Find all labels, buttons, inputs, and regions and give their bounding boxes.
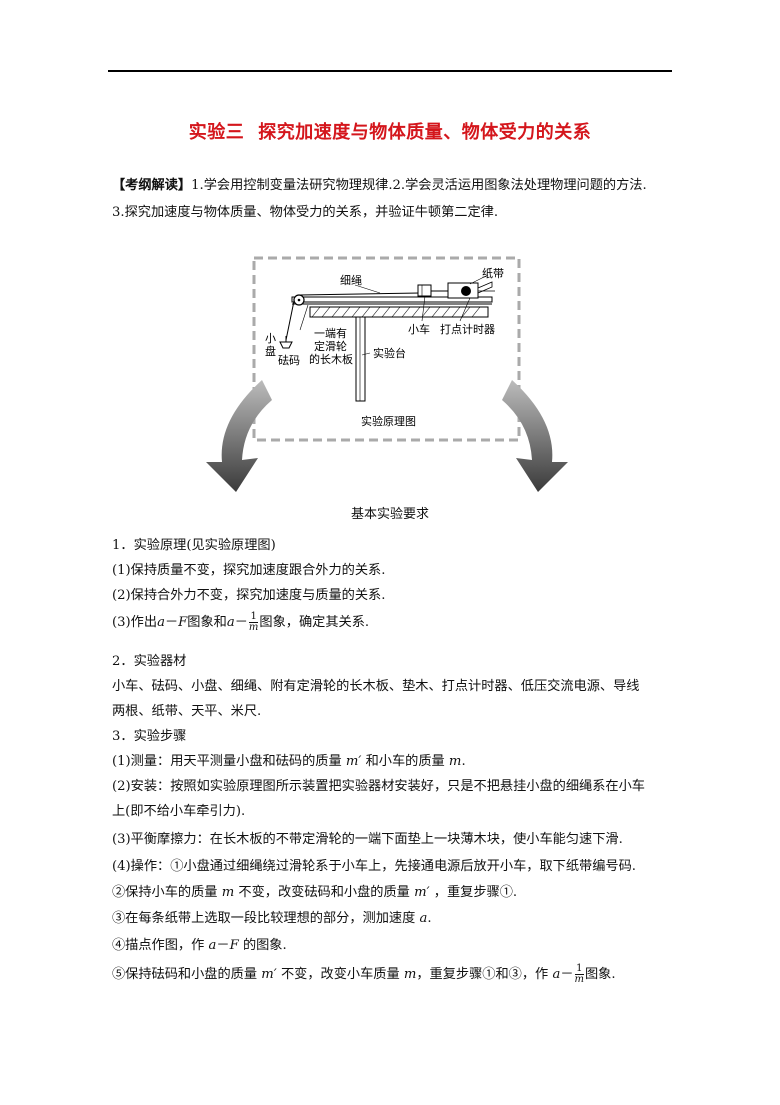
rope bbox=[299, 292, 421, 296]
cart bbox=[417, 284, 432, 297]
s3-step2-cont: 上(即不给小车牵引力). bbox=[112, 804, 246, 819]
s3-step4-4: ④描点作图，作 a－F 的图象. bbox=[112, 938, 287, 953]
label-tape: 纸带 bbox=[482, 267, 504, 280]
table-top bbox=[309, 306, 489, 318]
s3-step3: (3)平衡摩擦力：在长木板的不带定滑轮的一端下面垫上一块薄木块，使小车能匀速下滑… bbox=[112, 832, 623, 847]
s3-step4-2: ②保持小车的质量 m 不变，改变砝码和小盘的质量 m′ ，重复步骤①. bbox=[112, 885, 518, 900]
s1-item1: (1)保持质量不变，探究加速度跟合外力的关系. bbox=[112, 563, 386, 578]
intro-line2: 3.探究加速度与物体质量、物体受力的关系，并验证牛顿第二定律. bbox=[112, 205, 499, 220]
s3-step4-5: ⑤保持砝码和小盘的质量 m′ 不变，改变小车质量 m，重复步骤①和③，作 a－1… bbox=[112, 963, 616, 985]
label-pan-1: 小 bbox=[265, 332, 276, 345]
s2-line1: 小车、砝码、小盘、细绳、附有定滑轮的长木板、垫木、打点计时器、低压交流电源、导线 bbox=[112, 679, 640, 694]
s1-heading: 1．实验原理(见实验原理图) bbox=[112, 538, 276, 553]
section-title: 基本实验要求 bbox=[350, 507, 429, 522]
page-title: 实验三探究加速度与物体质量、物体受力的关系 bbox=[0, 118, 780, 144]
label-table: 实验台 bbox=[373, 346, 406, 360]
s3-step1: (1)测量：用天平测量小盘和砝码的质量 m′ 和小车的质量 m. bbox=[112, 754, 466, 769]
table-leg bbox=[355, 316, 366, 402]
s2-heading: 2．实验器材 bbox=[112, 654, 187, 669]
label-cart: 小车 bbox=[408, 322, 430, 336]
header-rule bbox=[108, 70, 672, 72]
s3-heading: 3．实验步骤 bbox=[112, 729, 187, 744]
s1-item2: (2)保持合外力不变，探究加速度与质量的关系. bbox=[112, 588, 386, 603]
label-timer: 打点计时器 bbox=[440, 322, 495, 336]
s2-line2: 两根、纸带、天平、米尺. bbox=[112, 704, 262, 719]
s3-step4: (4)操作：①小盘通过细绳绕过滑轮系于小车上，先接通电源后放开小车，取下纸带编号… bbox=[112, 859, 636, 874]
right-arrow bbox=[502, 380, 568, 492]
title-part2: 探究加速度与物体质量、物体受力的关系 bbox=[258, 122, 592, 143]
long-board bbox=[291, 296, 493, 303]
title-part1: 实验三 bbox=[188, 122, 245, 143]
intro-line1: 【考纲解读】1.学会用控制变量法研究物理规律.2.学会灵活运用图象法处理物理问题… bbox=[112, 178, 647, 193]
left-arrow bbox=[206, 380, 272, 492]
intro-tag: 【考纲解读】 bbox=[112, 178, 192, 193]
s3-step4-3: ③在每条纸带上选取一段比较理想的部分，测加速度 a. bbox=[112, 911, 432, 926]
label-rope: 细绳 bbox=[340, 273, 362, 287]
s3-step2: (2)安装：按照如实验原理图所示装置把实验器材安装好，只是不把悬挂小盘的细绳系在… bbox=[112, 779, 645, 794]
label-board-3: 的长木板 bbox=[309, 352, 353, 366]
apparatus-figure: 细绳 纸带 小车 打点计时器 小 盘 砝码 一端有 定滑轮 的长木板 实验台 实… bbox=[206, 256, 568, 492]
label-board-2: 定滑轮 bbox=[314, 339, 347, 353]
label-board-1: 一端有 bbox=[314, 326, 347, 340]
label-weight: 砝码 bbox=[278, 353, 300, 367]
small-pan bbox=[279, 341, 293, 349]
label-pan-2: 盘 bbox=[265, 344, 276, 358]
figure-frame bbox=[252, 256, 521, 442]
figure-caption: 实验原理图 bbox=[361, 414, 416, 428]
